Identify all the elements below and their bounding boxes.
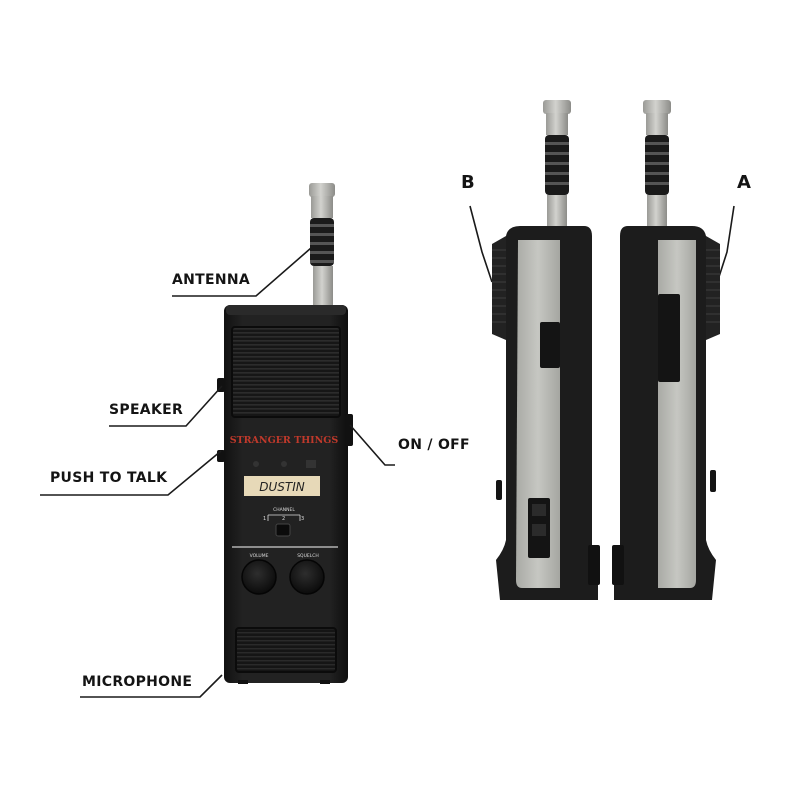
push-to-talk-label: PUSH TO TALK (50, 470, 168, 486)
side-a-on-off[interactable] (658, 294, 680, 382)
volume-knob[interactable] (241, 559, 277, 595)
side-b-label: B (461, 172, 475, 193)
name-tag-text: DUSTIN (259, 480, 305, 494)
microphone-label: MICROPHONE (82, 674, 193, 690)
squelch-label: SQUELCH (297, 553, 319, 559)
squelch-knob[interactable] (289, 559, 325, 595)
volume-label: VOLUME (250, 553, 269, 559)
brand-logo: STRANGER THINGS (230, 435, 339, 446)
front-walkie-talkie: STRANGER THINGS DUSTIN CHANNEL 1 2 3 VOL… (217, 183, 353, 684)
side-view-b (492, 100, 600, 600)
side-view-a (612, 100, 720, 600)
front-antenna (309, 183, 335, 306)
on-off-label: ON / OFF (398, 437, 470, 453)
channel-switch[interactable] (275, 523, 291, 537)
speaker-label: SPEAKER (109, 402, 184, 418)
name-tag (244, 476, 320, 496)
channel-mark-2: 2 (282, 516, 285, 522)
side-a-label: A (737, 172, 751, 193)
channel-mark-1: 1 (263, 516, 266, 522)
speaker-grille (231, 326, 341, 418)
channel-mark-3: 3 (301, 516, 304, 522)
microphone-grille (235, 627, 337, 673)
channel-label: CHANNEL (273, 507, 295, 513)
on-off-switch[interactable] (345, 414, 353, 446)
side-b-push-to-talk[interactable] (540, 322, 560, 368)
antenna-label: ANTENNA (172, 272, 251, 288)
leader-lines (40, 205, 735, 698)
